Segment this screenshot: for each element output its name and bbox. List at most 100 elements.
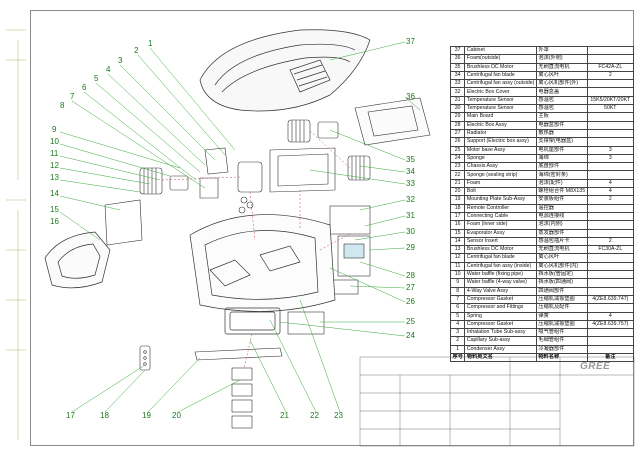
parts-cell-en: Mounting Plate Sub-Assy bbox=[464, 195, 537, 205]
parts-cell-cn: 遥控器 bbox=[535, 203, 588, 213]
parts-cell-cn: 离心风机部件(内) bbox=[535, 261, 588, 272]
parts-cell-qty bbox=[586, 278, 635, 288]
callout-20: 20 bbox=[172, 411, 181, 420]
parts-cell-cn: 毛细管组件 bbox=[535, 336, 588, 346]
callout-23: 23 bbox=[334, 411, 343, 420]
parts-cell-qty bbox=[586, 162, 635, 172]
parts-cell-qty bbox=[586, 203, 635, 213]
parts-cell-qty: 4 bbox=[586, 187, 635, 197]
callout-11: 11 bbox=[50, 149, 59, 158]
parts-cell-qty bbox=[586, 303, 635, 313]
callout-8: 8 bbox=[60, 101, 65, 110]
callout-7: 7 bbox=[70, 92, 75, 101]
condenser-fan-group bbox=[287, 119, 371, 181]
parts-cell-cn: 电源连接线 bbox=[535, 211, 588, 222]
callout-35: 35 bbox=[406, 155, 415, 164]
callout-10: 10 bbox=[50, 137, 59, 146]
parts-cell-qty: 备注 bbox=[586, 352, 635, 363]
parts-cell-cn: 散热器 bbox=[535, 128, 588, 139]
parts-cell-qty: 3 bbox=[586, 145, 635, 155]
parts-cell-no: 7 bbox=[449, 294, 466, 305]
callout-27: 27 bbox=[406, 283, 415, 292]
parts-cell-qty: 50KT bbox=[586, 104, 635, 114]
parts-cell-cn: 泡沫(配件) bbox=[535, 178, 588, 189]
parts-cell-en: Foam(outside) bbox=[464, 54, 537, 64]
parts-cell-en: Centrifugal fan assy (inside) bbox=[464, 261, 537, 272]
parts-cell-en: 物料英文名 bbox=[464, 352, 537, 363]
parts-cell-qty bbox=[586, 54, 635, 64]
parts-cell-en: Brushless DC Motor bbox=[464, 245, 537, 255]
callout-2: 2 bbox=[134, 46, 139, 55]
parts-cell-no: 14 bbox=[449, 236, 466, 247]
parts-cell-no: 6 bbox=[449, 303, 466, 313]
callout-30: 30 bbox=[406, 227, 415, 236]
callout-21: 21 bbox=[280, 411, 289, 420]
callout-15: 15 bbox=[50, 205, 59, 214]
parts-cell-en: Main Board bbox=[464, 112, 537, 122]
callout-3: 3 bbox=[118, 56, 123, 65]
parts-cell-cn: 无刷直流电机 bbox=[535, 245, 588, 255]
parts-cell-qty bbox=[586, 286, 635, 296]
parts-cell-no: 27 bbox=[449, 128, 466, 139]
parts-cell-cn: 感温包插片卡 bbox=[535, 236, 588, 247]
parts-cell-cn: 离心风叶 bbox=[535, 70, 588, 81]
parts-cell-qty bbox=[586, 336, 635, 346]
parts-cell-qty: FC30A-ZL bbox=[586, 245, 635, 255]
parts-cell-qty bbox=[586, 269, 635, 280]
parts-cell-en: Electric Box Cover bbox=[464, 87, 537, 97]
parts-cell-cn: 底盘部件 bbox=[535, 162, 588, 172]
callout-numbers: 1 2 3 4 5 6 7 8 9 10 11 12 13 14 15 16 1… bbox=[50, 37, 415, 420]
parts-cell-no: 25 bbox=[449, 145, 466, 155]
callout-1: 1 bbox=[148, 39, 153, 48]
callout-28: 28 bbox=[406, 271, 415, 280]
callout-34: 34 bbox=[406, 167, 415, 176]
parts-cell-cn: 压缩机减振垫圈 bbox=[535, 319, 588, 330]
parts-cell-en: Bolt bbox=[464, 187, 537, 197]
parts-cell-cn: 感温包 bbox=[535, 95, 588, 106]
parts-cell-no: 15 bbox=[449, 228, 466, 238]
parts-cell-cn: 压缩机减振垫圈 bbox=[535, 294, 588, 305]
foam-outside-part bbox=[354, 97, 431, 146]
parts-cell-cn: 支撑架(电器盒) bbox=[535, 137, 588, 147]
parts-cell-en: Brushless DC Motor bbox=[464, 62, 537, 72]
parts-cell-no: 23 bbox=[449, 162, 466, 172]
callout-5: 5 bbox=[94, 74, 99, 83]
parts-cell-en: Centrifugal fan blade bbox=[464, 253, 537, 263]
parts-cell-cn: 无刷直流电机 bbox=[535, 62, 588, 72]
parts-cell-cn: 吸气管组件 bbox=[535, 328, 588, 338]
parts-cell-cn: 感温包 bbox=[535, 104, 588, 114]
parts-cell-qty: 2 bbox=[586, 195, 635, 205]
parts-cell-qty: 3 bbox=[586, 153, 635, 164]
parts-cell-cn: 压缩机及配件 bbox=[535, 303, 588, 313]
parts-cell-en: Foam (inner side) bbox=[464, 220, 537, 230]
parts-cell-en: Electric Box Assy bbox=[464, 120, 537, 130]
parts-cell-qty bbox=[586, 328, 635, 338]
parts-cell-qty bbox=[586, 253, 635, 263]
parts-cell-cn: 泡沫(内侧) bbox=[535, 220, 588, 230]
callout-26: 26 bbox=[406, 297, 415, 306]
callout-12: 12 bbox=[50, 161, 59, 170]
parts-cell-no: 32 bbox=[449, 87, 466, 97]
parts-cell-no: 30 bbox=[449, 104, 466, 114]
parts-cell-qty bbox=[586, 228, 635, 238]
